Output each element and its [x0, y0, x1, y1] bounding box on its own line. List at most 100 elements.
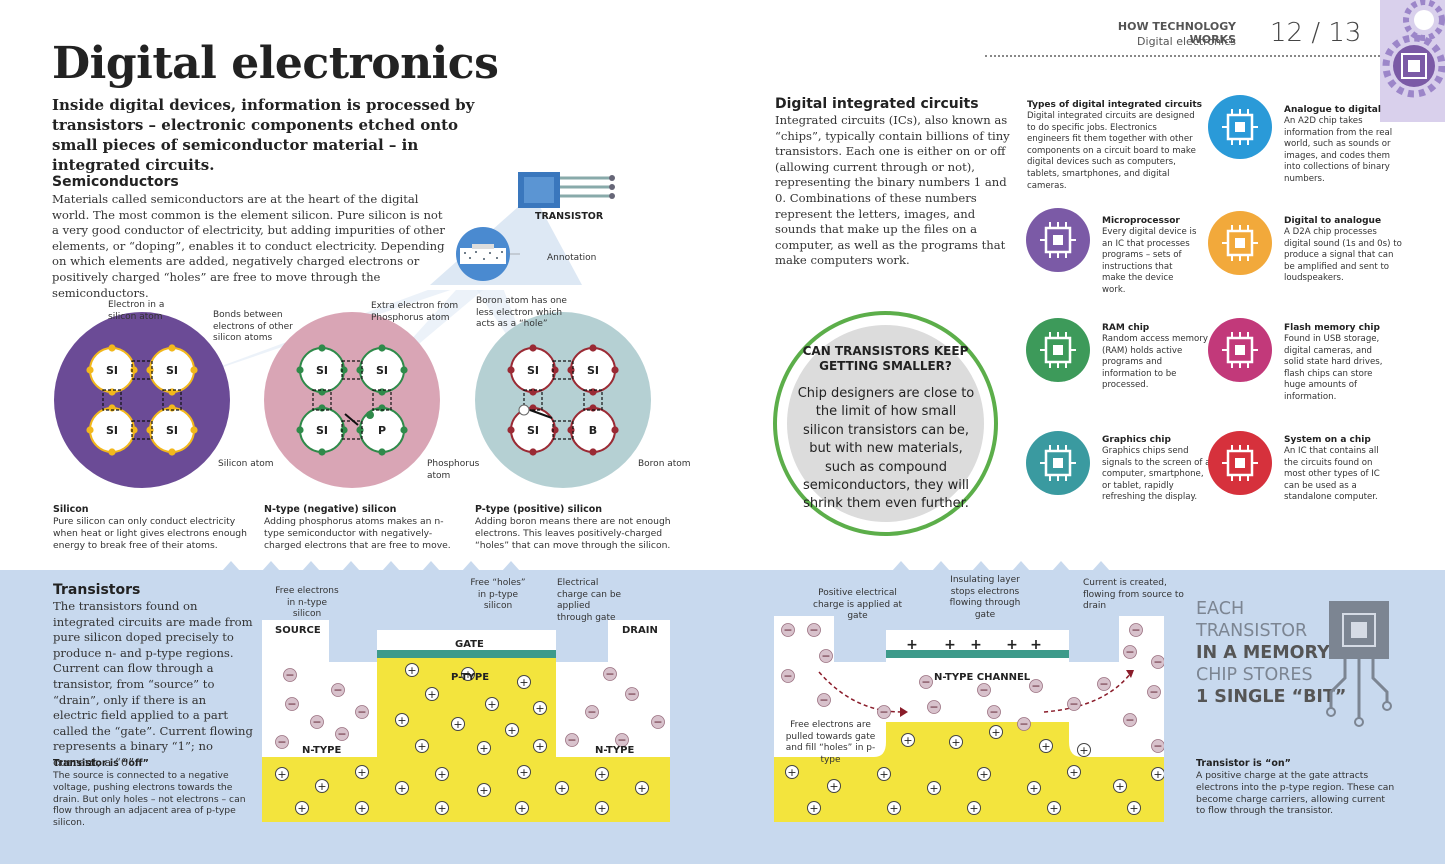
electron-mark	[355, 705, 369, 719]
minus-glyph: −	[1149, 686, 1158, 699]
plus-glyph: +	[1129, 802, 1138, 815]
hole-mark	[355, 765, 369, 779]
minus-glyph: −	[287, 698, 296, 711]
question-bubble-text: Chip designers are close to the limit of…	[797, 386, 975, 512]
hole-mark	[977, 767, 991, 781]
hole-mark	[355, 801, 369, 815]
header-divider	[985, 55, 1380, 57]
electron-dot	[190, 426, 198, 434]
minus-glyph: −	[921, 676, 930, 689]
ic-type-heading: RAM chip	[1102, 323, 1150, 333]
minus-glyph: −	[1069, 698, 1078, 711]
hole-mark	[451, 717, 465, 731]
atom-label: SI	[527, 364, 539, 377]
off-text: The source is connected to a negative vo…	[53, 770, 246, 829]
electron-mark	[1029, 679, 1043, 693]
minus-glyph: −	[989, 706, 998, 719]
gate-plus-glyph: +	[1006, 637, 1018, 653]
ntype-caption-text: Adding phosphorus atoms makes an n-type …	[264, 516, 451, 551]
ic-type-text: Digital integrated circuits are designed…	[1027, 111, 1196, 191]
page-numbers: 12 / 13	[1270, 18, 1362, 48]
hole-mark	[555, 781, 569, 795]
plus-glyph: +	[557, 782, 566, 795]
electron-mark	[565, 733, 579, 747]
minus-glyph: −	[1019, 718, 1028, 731]
plus-glyph: +	[453, 718, 462, 731]
bond-box	[162, 389, 182, 411]
gate-plus-glyph: +	[1030, 637, 1042, 653]
plus-glyph: +	[479, 784, 488, 797]
panel-notch	[382, 561, 400, 571]
electron-dot	[400, 366, 408, 374]
drain-label: DRAIN	[622, 625, 658, 636]
plus-glyph: +	[889, 802, 898, 815]
extra-electron-label: Extra electron from Phosphorus atom	[371, 301, 459, 323]
gate-plus-glyph: +	[944, 637, 956, 653]
ptype-caption-text: Adding boron means there are not enough …	[475, 516, 671, 551]
off-heading: Transistor is “off”	[53, 758, 149, 769]
bond-box	[131, 420, 153, 440]
plus-glyph: +	[519, 766, 528, 779]
plus-glyph: +	[1041, 740, 1050, 753]
plus-glyph: +	[479, 742, 488, 755]
electron-dot	[507, 366, 515, 374]
electron-mark	[1129, 623, 1143, 637]
electrons-pulled-label: Free electrons are pulled towards gate a…	[785, 720, 876, 765]
d2a-chip-icon	[1208, 211, 1272, 275]
panel-notch	[262, 561, 280, 571]
electron-mark	[781, 669, 795, 683]
electron-mark	[877, 705, 891, 719]
minus-glyph: −	[809, 624, 818, 637]
arrow	[344, 413, 359, 426]
gate-plus-glyph: +	[970, 637, 982, 653]
bond-box	[523, 389, 543, 411]
hole-mark	[533, 739, 547, 753]
ic-type-text: Found in USB storage, digital cameras, a…	[1284, 334, 1383, 402]
plus-glyph: +	[597, 768, 606, 781]
electron-mark	[919, 675, 933, 689]
graphics-card-icon	[1026, 431, 1090, 495]
plus-glyph: +	[637, 782, 646, 795]
gate-plus-glyph: +	[906, 637, 918, 653]
panel-notch	[1092, 561, 1110, 571]
ic-type-text: A D2A chip processes digital sound (1s a…	[1284, 227, 1402, 284]
electron-dot	[86, 426, 94, 434]
electron-mark	[807, 623, 821, 637]
panel-notch	[932, 561, 950, 571]
hole-mark	[505, 723, 519, 737]
minus-glyph: −	[1125, 714, 1134, 727]
gear-chip-icon	[1382, 0, 1445, 98]
panel-notch	[972, 561, 990, 571]
transistors-text: The transistors found on integrated circ…	[53, 599, 253, 769]
bond-box	[583, 389, 603, 411]
plus-glyph: +	[1115, 780, 1124, 793]
atom-label: SI	[527, 424, 539, 437]
hole-mark	[807, 801, 821, 815]
semiconductors-text: Materials called semiconductors are at t…	[52, 192, 445, 300]
electron-mark	[1147, 685, 1161, 699]
phosphorus-atom-label: Phosphorus atom	[427, 459, 480, 481]
ic-type-heading: Analogue to digital	[1284, 105, 1381, 115]
panel-notch	[1052, 561, 1070, 571]
dic-text: Integrated circuits (ICs), also known as…	[775, 113, 1010, 268]
atom-label: SI	[376, 364, 388, 377]
annotation-label: Annotation	[547, 253, 597, 263]
minus-glyph: −	[337, 728, 346, 741]
minus-glyph: −	[333, 684, 342, 697]
ic-type-heading: Types of digital integrated circuits	[1027, 100, 1203, 110]
electron-dot	[296, 366, 304, 374]
hole-dot	[518, 404, 530, 416]
plus-glyph: +	[517, 802, 526, 815]
hole-mark	[485, 697, 499, 711]
intro-paragraph: Inside digital devices, information is p…	[52, 96, 475, 174]
gate-label: GATE	[455, 639, 484, 650]
hole-mark	[1151, 767, 1164, 781]
plus-glyph: +	[463, 668, 472, 681]
source-label: SOURCE	[275, 625, 321, 636]
hole-mark	[1077, 743, 1091, 757]
atom-label: SI	[166, 424, 178, 437]
ic-type-text: Graphics chips send signals to the scree…	[1102, 446, 1211, 503]
panel-notch	[462, 561, 480, 571]
electron-dot	[400, 426, 408, 434]
electron-dot	[507, 426, 515, 434]
